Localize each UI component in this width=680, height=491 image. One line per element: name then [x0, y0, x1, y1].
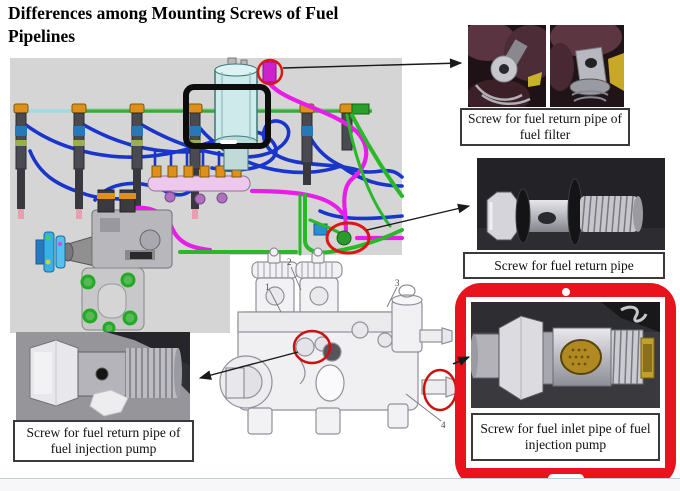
photo-pump-inlet-screw [471, 302, 660, 408]
filter-return-fitting [262, 61, 277, 83]
pump-label-4: 4 [441, 420, 446, 430]
photo-fuel-return-screw [477, 158, 665, 250]
cad-diagram [10, 57, 405, 335]
highlight-panel: Screw for fuel inlet pipe of fuel inject… [466, 297, 665, 468]
black-frame-highlight [183, 84, 271, 149]
page-title: Differences among Mounting Screws of Fue… [8, 3, 339, 46]
photo-filter-screw-2 [550, 25, 624, 107]
caption-fuel-return: Screw for fuel return pipe [463, 252, 665, 279]
rail-feed-lines [153, 151, 237, 166]
marker-circle-filter-screw [256, 58, 284, 86]
caption-pump-inlet: Screw for fuel inlet pipe of fuel inject… [471, 413, 660, 461]
inlet-arrow [452, 356, 471, 366]
red-highlight-frame: Screw for fuel inlet pipe of fuel inject… [455, 283, 676, 487]
pump-label-2: 2 [287, 257, 292, 267]
common-rail [147, 165, 251, 205]
bottom-strip [0, 479, 680, 491]
pump-line-drawing: 1 2 3 4 [219, 247, 458, 435]
pump-label-1: 1 [265, 282, 270, 292]
photo-filter-screw-1 [468, 25, 546, 107]
cad-injection-pump [35, 189, 173, 335]
frame-camera-dot [561, 288, 570, 296]
caption-fuel-filter-return: Screw for fuel return pipe of fuel filte… [460, 108, 630, 146]
marker-circle-return-screw [325, 221, 371, 255]
bottom-divider [0, 478, 680, 479]
callout-arrows [198, 58, 471, 380]
photo-pump-return-screw [16, 332, 190, 420]
fuel-filter [214, 57, 258, 171]
marker-circle-pump-return [292, 329, 332, 365]
pump-label-3: 3 [395, 278, 400, 288]
caption-pump-return: Screw for fuel return pipe of fuel injec… [13, 420, 194, 462]
